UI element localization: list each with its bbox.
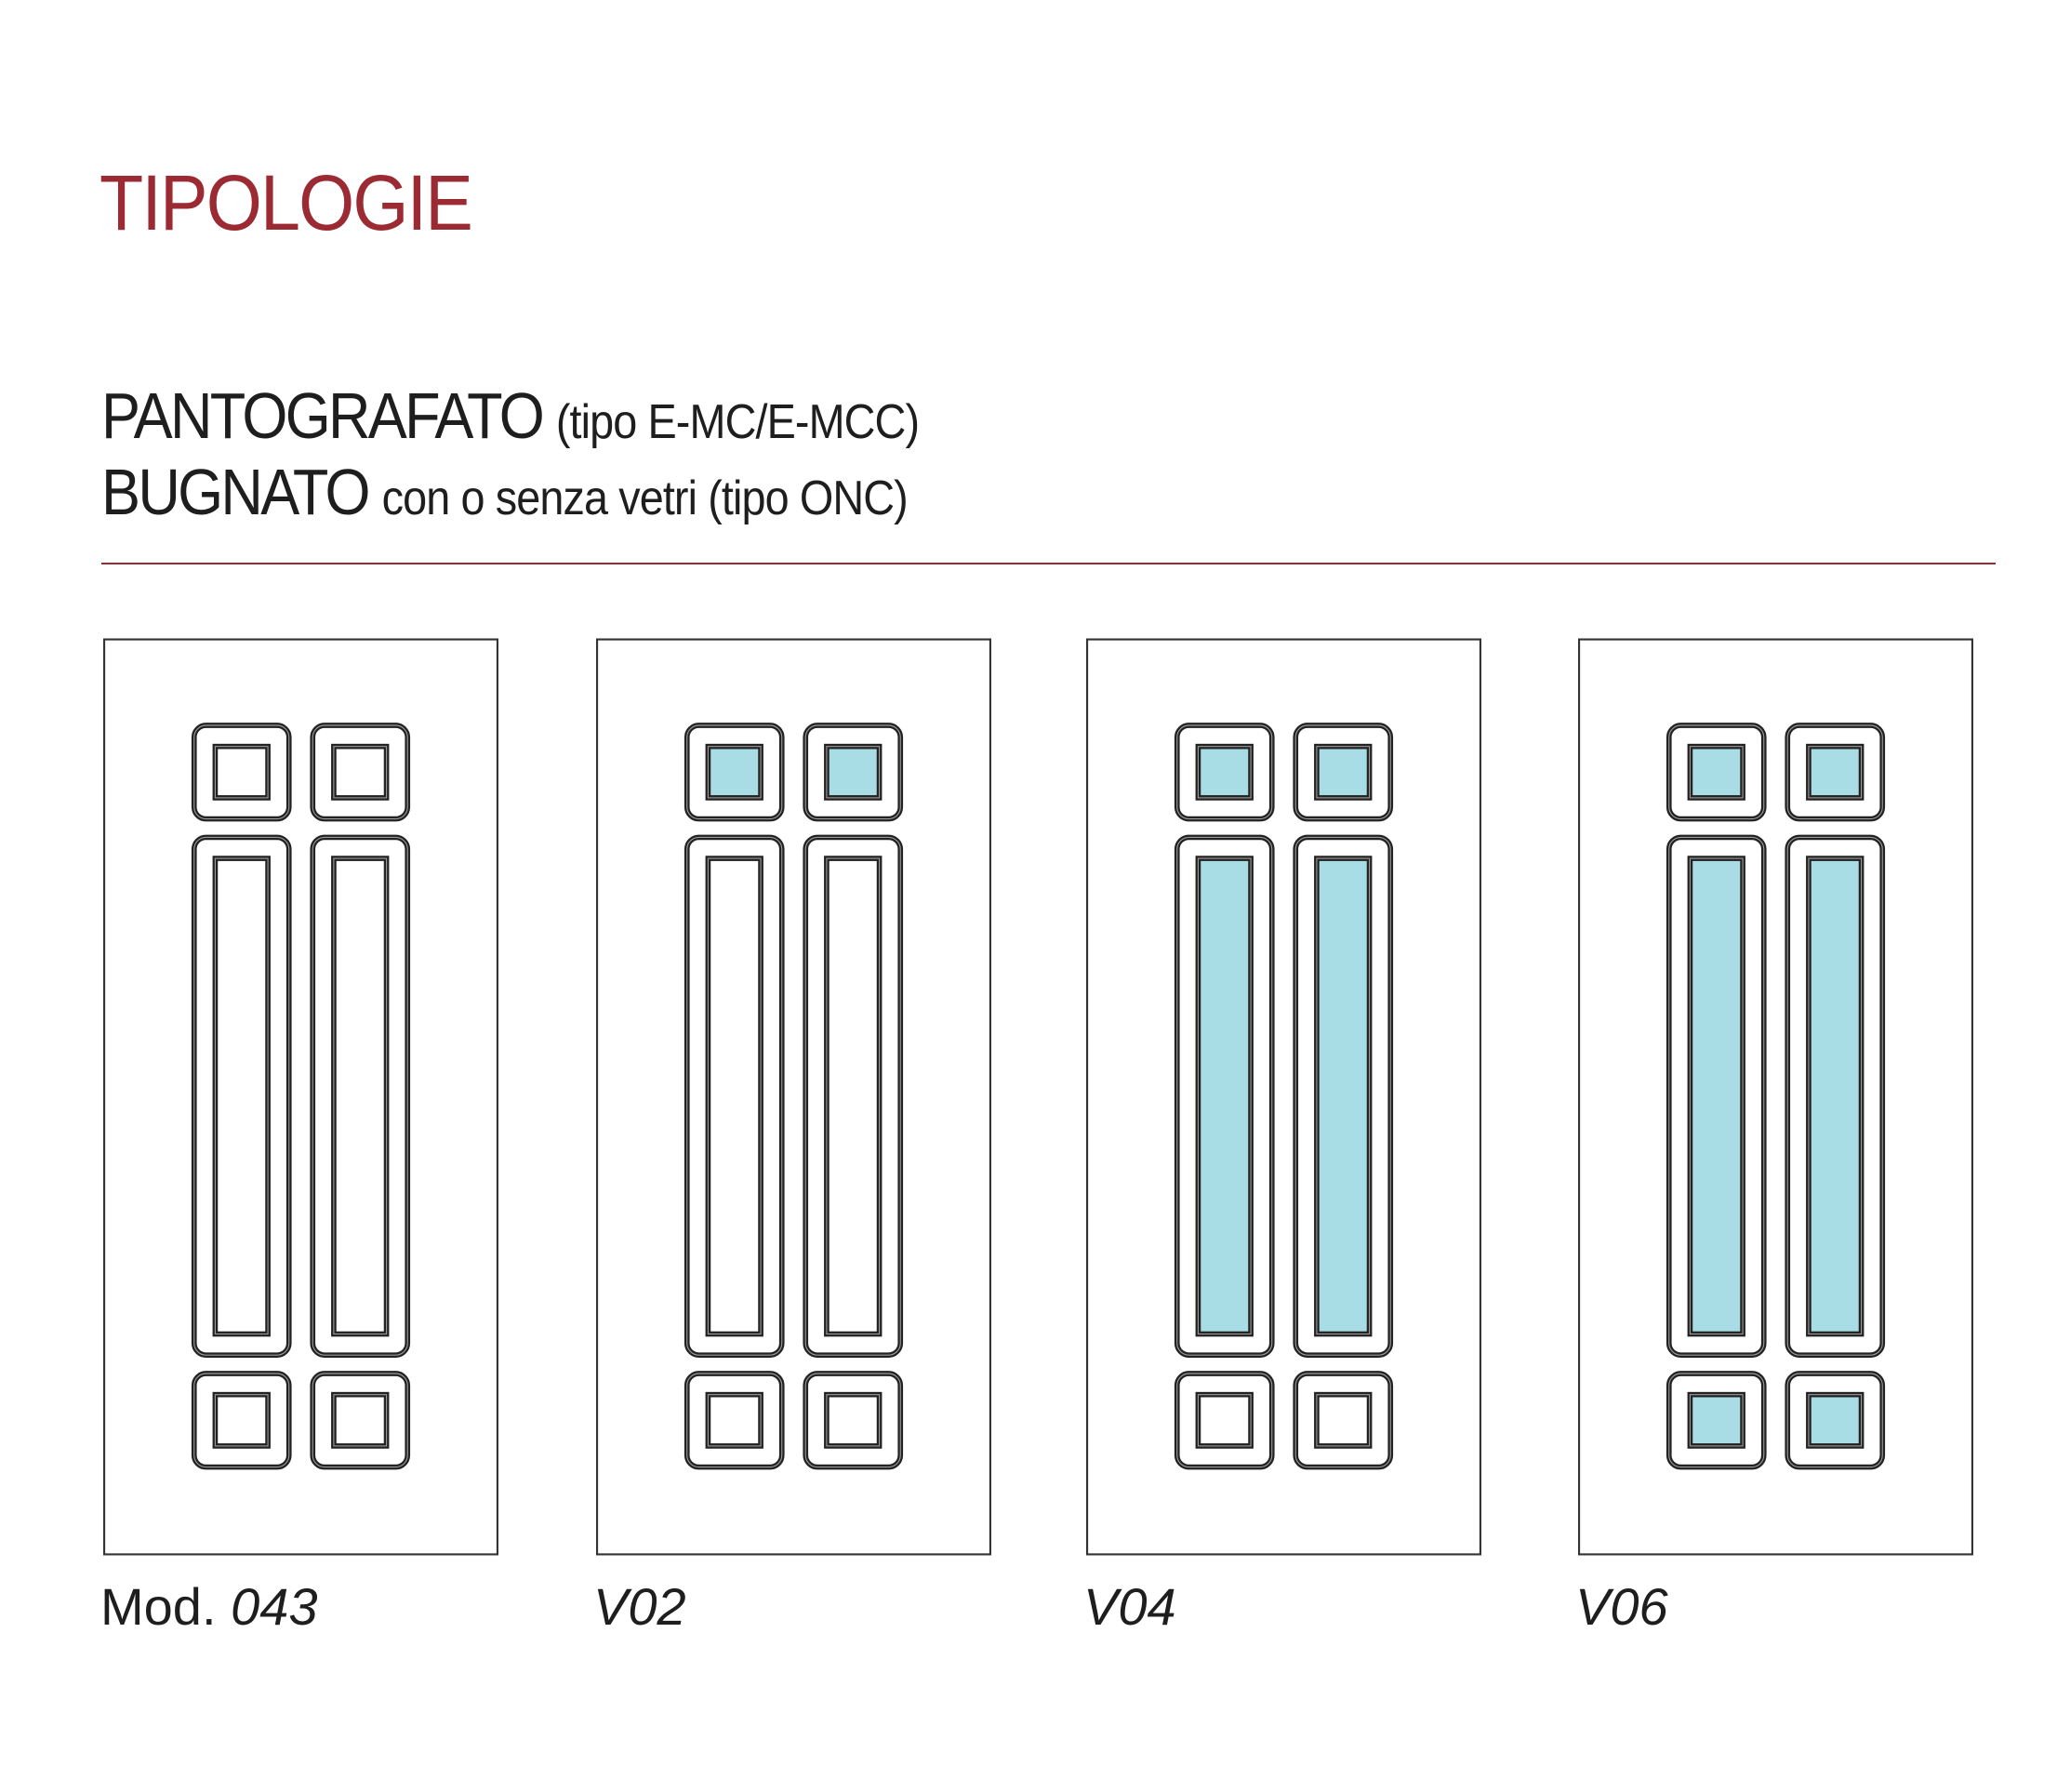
long-panel bbox=[310, 834, 411, 1358]
door-label: V04 bbox=[1083, 1581, 1176, 1633]
bottom-panel bbox=[1785, 1371, 1886, 1470]
bottom-panel bbox=[191, 1371, 292, 1470]
subtitle-note: (tipo E-MC/E-MCC) bbox=[555, 395, 920, 449]
long-panel bbox=[1174, 834, 1275, 1358]
subtitle-main: PANTOGRAFATO bbox=[101, 379, 545, 452]
top-panel bbox=[310, 723, 411, 822]
door-label: Mod. 043 bbox=[100, 1581, 318, 1633]
bottom-panel bbox=[310, 1371, 411, 1470]
top-panel bbox=[803, 723, 904, 822]
door-frame bbox=[103, 638, 498, 1556]
label-code: V02 bbox=[593, 1577, 686, 1636]
long-panel bbox=[803, 834, 904, 1358]
bottom-panel bbox=[1174, 1371, 1275, 1470]
top-panel bbox=[191, 723, 292, 822]
label-code: 043 bbox=[231, 1577, 318, 1636]
door-label: V06 bbox=[1575, 1581, 1668, 1633]
long-panel bbox=[1666, 834, 1767, 1358]
door-frame bbox=[1578, 638, 1973, 1556]
long-panel bbox=[191, 834, 292, 1358]
top-panel bbox=[683, 723, 785, 822]
long-panel bbox=[683, 834, 785, 1358]
bottom-panel bbox=[803, 1371, 904, 1470]
bottom-panel bbox=[1666, 1371, 1767, 1470]
top-panel bbox=[1293, 723, 1394, 822]
door-model-043 bbox=[103, 638, 498, 1556]
top-panel bbox=[1666, 723, 1767, 822]
long-panel bbox=[1293, 834, 1394, 1358]
door-frame bbox=[1086, 638, 1481, 1556]
bottom-panel bbox=[1293, 1371, 1394, 1470]
subtitle-bugnato: BUGNATO con o senza vetri (tipo ONC) bbox=[101, 459, 909, 525]
top-panel bbox=[1174, 723, 1275, 822]
long-panel bbox=[1785, 834, 1886, 1358]
door-frame bbox=[596, 638, 991, 1556]
door-model-v02 bbox=[596, 638, 991, 1556]
label-prefix: Mod. bbox=[100, 1577, 232, 1636]
bottom-panel bbox=[683, 1371, 785, 1470]
page-title: TIPOLOGIE bbox=[100, 159, 473, 246]
top-panel bbox=[1785, 723, 1886, 822]
subtitle-pantografato: PANTOGRAFATO (tipo E-MC/E-MCC) bbox=[101, 383, 920, 449]
label-code: V06 bbox=[1575, 1577, 1668, 1636]
door-label: V02 bbox=[593, 1581, 686, 1633]
subtitle-note: con o senza vetri (tipo ONC) bbox=[381, 471, 909, 525]
label-code: V04 bbox=[1083, 1577, 1176, 1636]
divider bbox=[101, 563, 1996, 564]
door-model-v04 bbox=[1086, 638, 1481, 1556]
subtitle-main: BUGNATO bbox=[101, 456, 371, 528]
door-model-v06 bbox=[1578, 638, 1973, 1556]
